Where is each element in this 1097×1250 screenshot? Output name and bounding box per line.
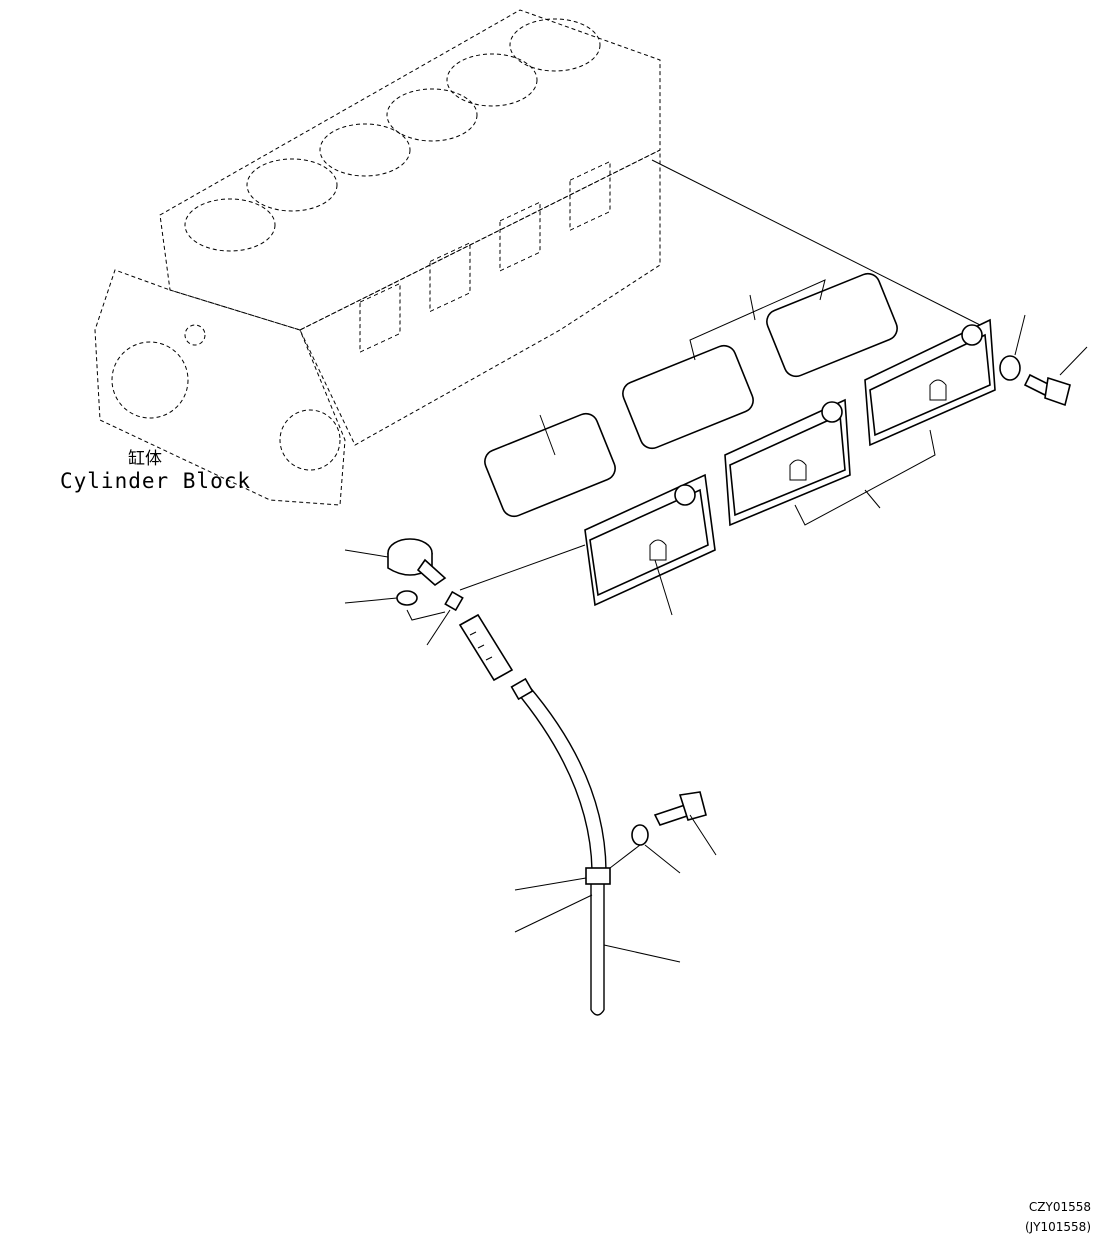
drawing-id: CZY01558	[1028, 1200, 1091, 1214]
o-ring	[396, 590, 418, 606]
oil-level-gauge-tube	[510, 677, 611, 1016]
reference-id: (JY101558)	[1024, 1220, 1091, 1234]
cover-bolt	[1023, 373, 1071, 407]
connector	[444, 590, 464, 612]
side-covers	[584, 318, 996, 607]
cylinder-block-label-en: Cylinder Block	[60, 469, 252, 493]
cylinder-block	[94, 9, 661, 506]
bracket-bolt	[653, 791, 707, 826]
cover-gaskets	[484, 272, 898, 518]
cylinder-block-label-cn: 缸体	[128, 449, 162, 469]
filter-screen	[458, 613, 514, 682]
bracket-washer	[631, 824, 649, 846]
oil-filler-cap	[387, 538, 447, 587]
washer	[999, 355, 1021, 381]
